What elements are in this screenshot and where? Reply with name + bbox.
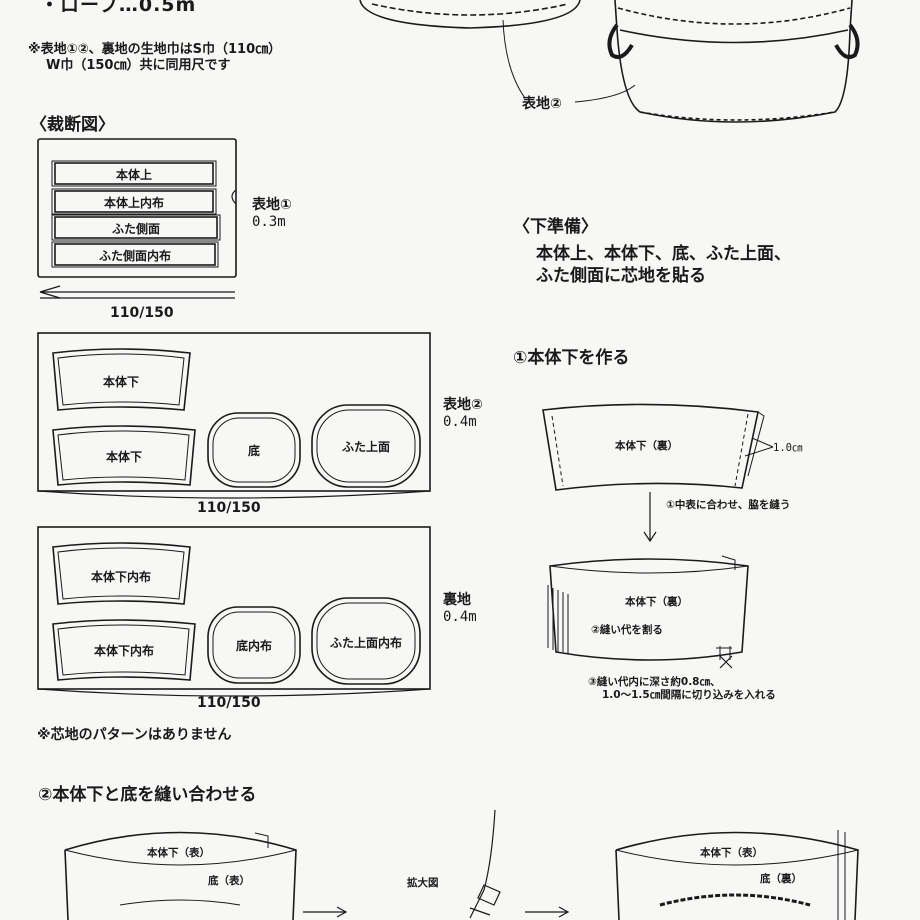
step2-right-inner-label: 底（裏） — [760, 873, 802, 885]
piece-label: 底 — [247, 444, 260, 458]
zoom-label: 拡大図 — [407, 877, 439, 889]
step2-right-bucket — [615, 831, 859, 920]
cutting-title: 〈裁断図〉 — [30, 115, 115, 135]
zoom-detail — [469, 809, 496, 919]
rope-spec: ・ロープ…0.5m — [40, 0, 197, 16]
step1-piece-label: 本体下（裏） — [615, 440, 678, 452]
piece-label: ふた上面内布 — [329, 636, 402, 650]
step2-left-bucket — [64, 831, 297, 920]
piece-label: 底内布 — [235, 639, 272, 653]
prep-title: 〈下準備〉 — [513, 217, 598, 237]
step1-title: ①本体下を作る — [513, 348, 630, 368]
step1-instruction-1: ①中表に合わせ、脇を縫う — [666, 499, 791, 511]
step1-instruction-3: ③縫い代内に深さ約0.8㎝、 1.0～1.5㎝間隔に切り込みを入れる — [588, 676, 776, 701]
basket-fabric-label: 表地② — [522, 96, 562, 112]
seam-allowance: 1.0㎝ — [773, 442, 803, 454]
basket-illustration-left — [359, 0, 581, 29]
piece-label: 本体下内布 — [90, 570, 151, 584]
fabric2-width: 110/150 — [197, 500, 261, 516]
fabric2-layout — [37, 332, 431, 492]
step1-tube — [549, 558, 749, 661]
piece-label: ふた側面内布 — [98, 249, 171, 263]
piece-label: 本体上 — [115, 168, 152, 182]
fabric1-label: 表地① 0.3m — [252, 197, 292, 230]
piece-label: 本体上内布 — [103, 196, 164, 210]
step2-left-outer-label: 本体下（表） — [147, 847, 210, 859]
step1-piece-label-2: 本体下（裏） — [625, 596, 688, 608]
step1-instruction-2: ②縫い代を割る — [591, 624, 663, 636]
lining-layout — [37, 526, 431, 690]
step2-left-inner-label: 底（表） — [208, 875, 250, 887]
lining-label: 裏地 0.4m — [443, 592, 477, 625]
interfacing-note: ※芯地のパターンはありません — [37, 727, 232, 743]
step2-right-outer-label: 本体下（表） — [700, 847, 763, 859]
prep-instructions: 本体上、本体下、底、ふた上面、 ふた側面に芯地を貼る — [536, 244, 791, 286]
piece-label: ふた上面 — [341, 440, 390, 454]
basket-illustration-right — [607, 0, 860, 123]
piece-label: 本体下内布 — [93, 644, 154, 658]
piece-label: ふた側面 — [111, 222, 160, 236]
step2-title: ②本体下と底を縫い合わせる — [38, 785, 257, 805]
fabric1-layout — [37, 138, 237, 278]
step1-flat-piece — [542, 403, 759, 491]
fabric1-width: 110/150 — [110, 305, 174, 321]
lining-width: 110/150 — [197, 695, 261, 711]
piece-label: 本体下 — [102, 375, 139, 389]
piece-label: 本体下 — [105, 450, 142, 464]
fabric-width-note: ※表地①②、裏地の生地巾はS巾（110㎝） W巾（150㎝）共に同用尺です — [28, 42, 282, 73]
fabric2-label: 表地② 0.4m — [443, 397, 483, 430]
